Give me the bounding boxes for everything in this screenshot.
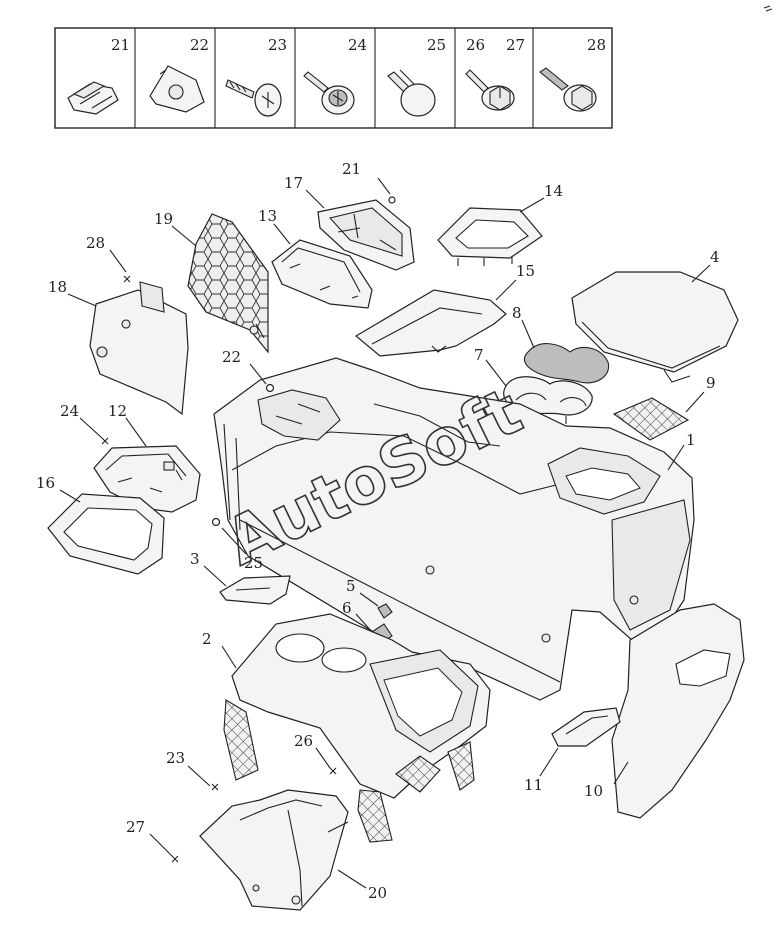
part-5-bolt	[377, 603, 393, 619]
legend-label-23: 23	[268, 36, 287, 54]
part-18-cover-panel	[89, 281, 189, 416]
corner-mark	[763, 5, 773, 12]
callout-6: 6	[342, 599, 352, 617]
part-8-cupholder-mat	[523, 343, 610, 384]
fastener-28-marker	[123, 275, 131, 283]
callout-23: 23	[166, 749, 185, 767]
callout-25: 25	[244, 554, 263, 572]
callout-3: 3	[190, 550, 200, 568]
fastener-21-marker	[388, 196, 396, 204]
part-11-rear-handle	[551, 707, 621, 747]
legend-label-22: 22	[190, 36, 209, 54]
part-12-bezel-bracket	[93, 445, 201, 513]
callout-19: 19	[154, 210, 173, 228]
callout-7: 7	[474, 346, 484, 364]
callout-12: 12	[108, 402, 127, 420]
part-13-side-panel	[271, 239, 373, 309]
legend-label-24: 24	[348, 36, 367, 54]
part-16-trim-ring	[47, 493, 165, 575]
callout-10: 10	[584, 782, 603, 800]
fastener-22-marker	[265, 383, 275, 393]
callout-20: 20	[368, 884, 387, 902]
fastener-24-marker	[101, 437, 109, 445]
washer-screw-icon	[303, 71, 355, 115]
part-4-armrest-lid	[571, 271, 739, 383]
callout-labels: 1 2 3 4 5 6 7 8 9 10 11 12 13 14 15 16 1…	[36, 160, 720, 902]
legend-label-26: 26	[466, 36, 485, 54]
push-rivet-icon	[387, 69, 436, 117]
part-19-honeycomb-panel	[187, 213, 269, 354]
legend-label-25: 25	[427, 36, 446, 54]
callout-8: 8	[512, 304, 522, 322]
fastener-27-marker	[171, 855, 179, 863]
fastener-23-marker	[211, 783, 219, 791]
part-10-rear-panel	[611, 603, 745, 819]
legend-label-21: 21	[111, 36, 130, 54]
u-nut-icon	[149, 65, 205, 113]
callout-16: 16	[36, 474, 55, 492]
callout-18: 18	[48, 278, 67, 296]
fastener-26-marker	[329, 767, 337, 775]
part-15-center-trim	[354, 289, 507, 357]
screw-icon	[225, 79, 282, 117]
legend-label-28: 28	[587, 36, 606, 54]
callout-14: 14	[544, 182, 563, 200]
callout-26: 26	[294, 732, 313, 750]
part-9-storage-pad	[612, 397, 690, 441]
part-1-console-body	[213, 357, 695, 701]
fastener-25-marker	[211, 517, 221, 527]
part-17-switch-bezel	[317, 199, 415, 271]
clip-icon	[67, 81, 119, 115]
callout-21: 21	[342, 160, 361, 178]
legend-label-27: 27	[506, 36, 525, 54]
fastener-legend-table: 21 22 23 24 25 26 27 28	[54, 27, 613, 129]
leader-lines	[59, 177, 711, 889]
callout-9: 9	[706, 374, 716, 392]
part-20-mounting-bracket	[199, 789, 349, 911]
callout-17: 17	[284, 174, 303, 192]
callout-2: 2	[202, 630, 212, 648]
part-3-bracket	[219, 575, 291, 605]
callout-1: 1	[686, 431, 696, 449]
callout-27: 27	[126, 818, 145, 836]
callout-15: 15	[516, 262, 535, 280]
callout-28: 28	[86, 234, 105, 252]
callout-24: 24	[60, 402, 79, 420]
callout-5: 5	[346, 577, 356, 595]
part-2-cupholder-housing	[223, 613, 491, 843]
callout-4: 4	[710, 248, 720, 266]
hex-screw-icon	[539, 67, 597, 112]
callout-22: 22	[222, 348, 241, 366]
callout-13: 13	[258, 207, 277, 225]
flange-bolt-icon	[465, 69, 515, 111]
callout-11: 11	[524, 776, 543, 794]
part-14-shifter-ring	[437, 207, 543, 266]
